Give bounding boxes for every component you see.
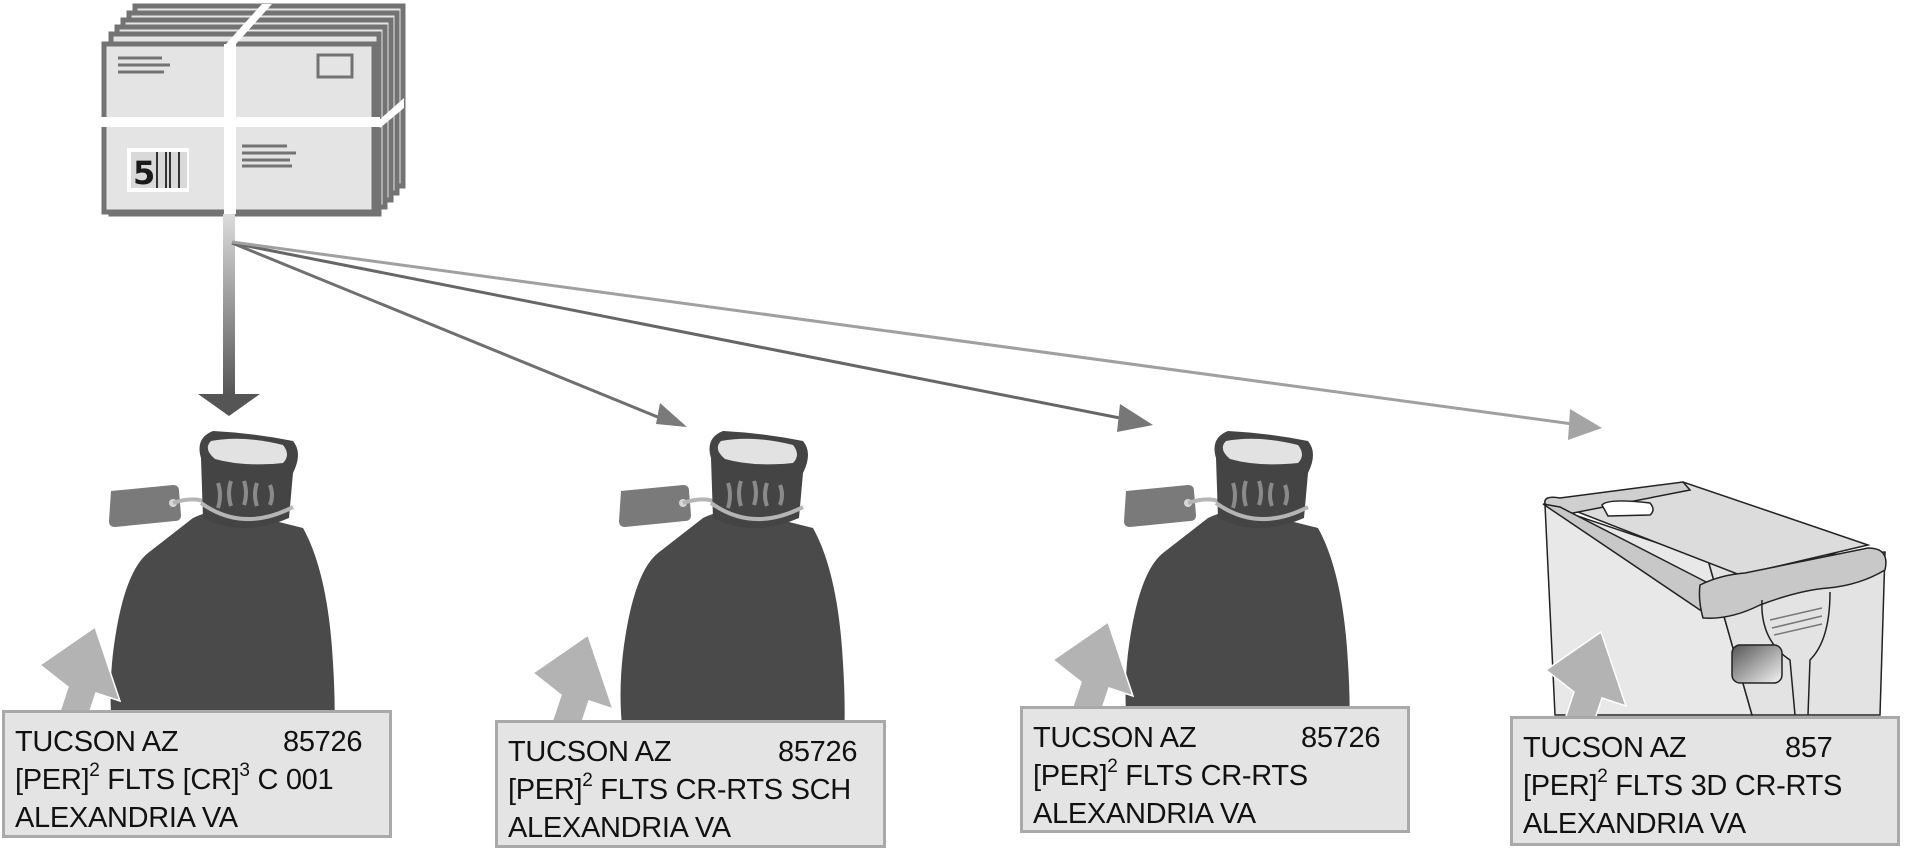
label-zip: 85726 (778, 736, 858, 768)
label-content-line: [PER]2 FLTS CR-RTS (1033, 756, 1308, 792)
label-zip: 85726 (1301, 722, 1381, 754)
arrow-head-sack-1 (198, 394, 260, 416)
arrow-to-tray (231, 240, 1581, 427)
label-origin: ALEXANDRIA VA (1033, 798, 1256, 830)
flow-arrows (198, 214, 1602, 440)
label-city: TUCSON AZ (1523, 732, 1687, 764)
label-origin: ALEXANDRIA VA (508, 812, 731, 844)
sack-label-1: TUCSON AZ 85726 [PER]2 FLTS [CR]3 C 001 A… (2, 710, 392, 838)
arrow-to-sack-2 (231, 241, 666, 422)
label-city: TUCSON AZ (15, 726, 179, 758)
arrow-to-sack-1 (223, 214, 235, 396)
flats-bundle-icon: 5 (98, 3, 406, 217)
label-city: TUCSON AZ (1033, 722, 1197, 754)
label-origin: ALEXANDRIA VA (15, 802, 238, 834)
label-content-line: [PER]2 FLTS 3D CR-RTS (1523, 766, 1843, 802)
label-city: TUCSON AZ (508, 736, 672, 768)
arrow-to-sack-3 (231, 241, 1131, 422)
tray-label: TUCSON AZ 857 [PER]2 FLTS 3D CR-RTS ALEXA… (1510, 716, 1900, 846)
label-zip: 85726 (283, 726, 363, 758)
label-content-line: [PER]2 FLTS [CR]3 C 001 (15, 760, 334, 796)
sack-label-3: TUCSON AZ 85726 [PER]2 FLTS CR-RTS ALEXAN… (1020, 706, 1410, 833)
label-origin: ALEXANDRIA VA (1523, 808, 1746, 840)
sack-label-2: TUCSON AZ 85726 [PER]2 FLTS CR-RTS SCH AL… (495, 720, 886, 848)
presort-digit: 5 (133, 154, 155, 192)
label-content-line: [PER]2 FLTS CR-RTS SCH (508, 770, 851, 806)
label-zip: 857 (1785, 732, 1833, 764)
